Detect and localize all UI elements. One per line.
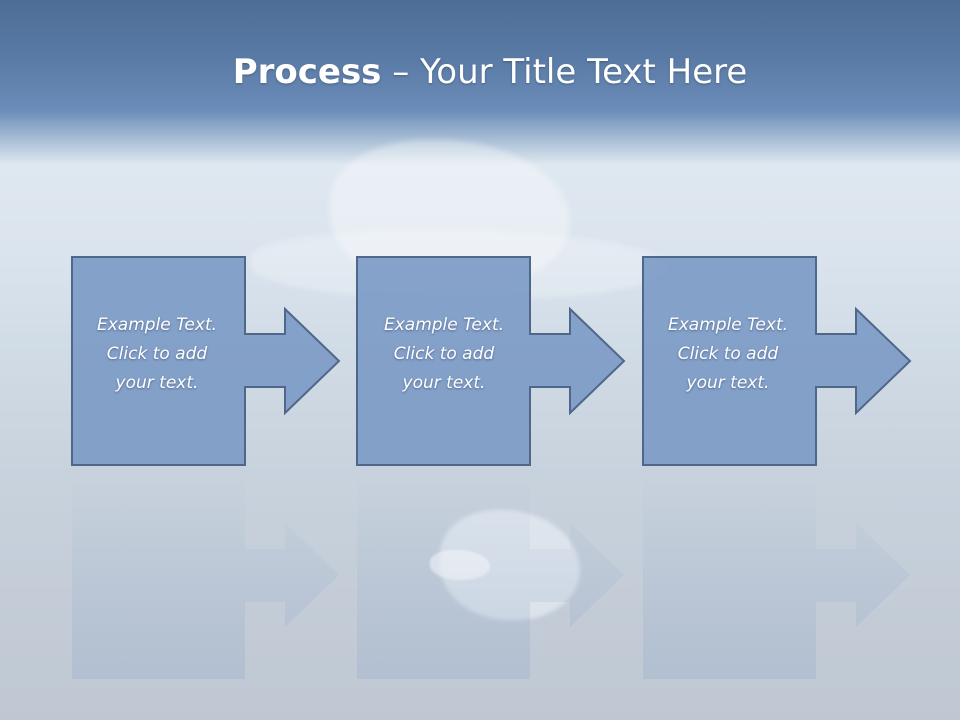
step-3-line-3: your text. (686, 373, 770, 393)
step-2-text[interactable]: Example Text. Click to add your text. (359, 311, 529, 398)
step-3-reflection (643, 471, 910, 679)
step-1-text[interactable]: Example Text. Click to add your text. (72, 311, 242, 398)
step-2-line-1: Example Text. (383, 315, 505, 335)
arrow-reflections (72, 471, 910, 679)
step-2-line-3: your text. (402, 373, 486, 393)
step-1-line-1: Example Text. (96, 315, 218, 335)
step-1-line-3: your text. (115, 373, 199, 393)
step-3-line-2: Click to add (677, 344, 779, 364)
step-3-arrow-shape[interactable] (642, 256, 912, 466)
step-3-text[interactable]: Example Text. Click to add your text. (643, 311, 813, 398)
step-3-line-1: Example Text. (667, 315, 789, 335)
title-bold-text: Process (232, 52, 382, 92)
step-2-arrow-shape[interactable] (356, 256, 626, 466)
step-1-reflection (72, 471, 339, 679)
slide-title[interactable]: Process – Your Title Text Here (0, 52, 960, 92)
step-2-reflection (357, 471, 624, 679)
step-2-line-2: Click to add (393, 344, 495, 364)
title-rest-text: – Your Title Text Here (381, 52, 748, 92)
step-1-line-2: Click to add (106, 344, 208, 364)
step-1-arrow-shape[interactable] (71, 256, 341, 466)
